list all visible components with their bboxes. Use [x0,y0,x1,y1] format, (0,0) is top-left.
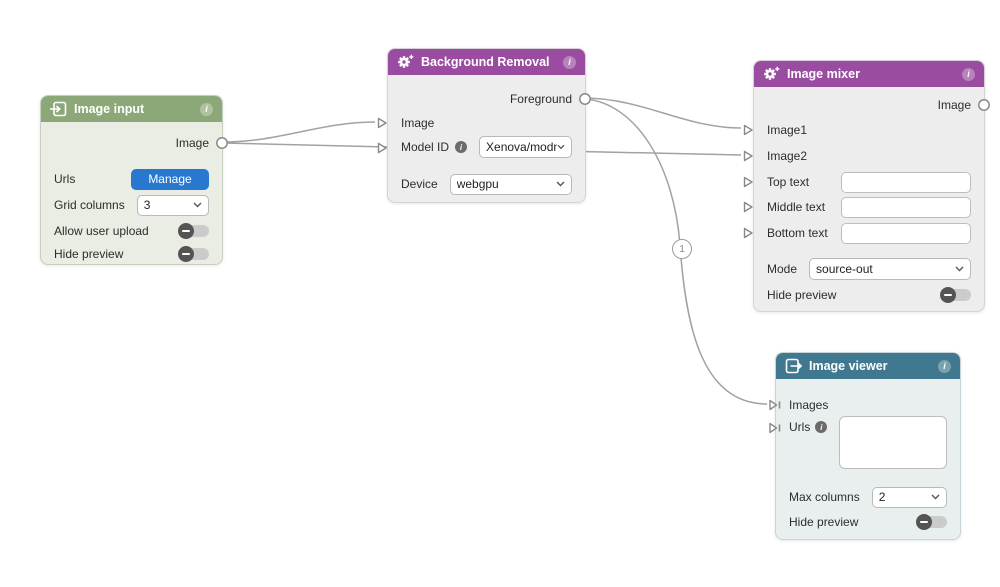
info-icon[interactable]: i [455,141,468,153]
output-port-label: Image [175,136,209,150]
node-image-input-header[interactable]: Image input i [41,96,222,122]
field-row-hide-preview: Hide preview [767,284,971,306]
input-port-label: Image2 [767,149,808,163]
manage-button[interactable]: Manage [131,168,209,190]
info-icon[interactable]: i [200,102,213,116]
chevron-down-icon [556,181,565,187]
field-label: Hide preview [767,288,837,302]
input-port-label: Image1 [767,123,808,137]
input-row-image2: Image2 [767,145,971,167]
input-port-label: Urls [789,420,811,434]
input-port-label: Middle text [767,200,826,214]
field-label: Hide preview [789,515,859,529]
input-port-label: Bottom text [767,226,828,240]
input-row-model-id: Model ID i Xenova/modne [401,136,572,158]
node-image-input[interactable]: Image input i Image Urls Manage Grid col… [40,95,228,265]
input-port-images[interactable] [768,399,784,411]
hide-preview-toggle[interactable] [940,287,971,303]
node-image-mixer-header[interactable]: Image mixer i [754,61,984,87]
field-label: Max columns [789,490,860,504]
field-label: Device [401,177,438,191]
chevron-down-icon [955,266,964,272]
mode-select[interactable]: source-out [809,258,971,280]
allow-user-upload-toggle[interactable] [178,223,209,239]
input-port-urls[interactable] [768,422,784,434]
input-port-label: Images [789,398,829,412]
info-icon[interactable]: i [938,359,951,373]
field-row-max-columns: Max columns 2 [789,486,947,508]
output-port-label: Image [937,98,971,112]
edge-index-badge: 1 [672,239,692,259]
max-columns-select[interactable]: 2 [871,486,947,508]
field-row-mode: Mode source-out [767,258,971,280]
input-port-label: Top text [767,175,810,189]
node-title: Image mixer [787,67,860,81]
device-select[interactable]: webgpu [449,173,572,195]
node-title: Image viewer [809,359,888,373]
input-icon [50,101,67,117]
hide-preview-toggle[interactable] [178,246,209,262]
input-port-label: Image [401,116,435,130]
node-background-removal-header[interactable]: Background Removal i [388,49,585,75]
model-id-select[interactable]: Xenova/modne [479,136,572,158]
input-port-bottom-text[interactable] [743,227,754,239]
hide-preview-toggle[interactable] [916,514,947,530]
field-row-device: Device webgpu [401,173,572,195]
input-row-bottom-text: Bottom text [767,222,971,244]
input-row-top-text: Top text [767,171,971,193]
field-row-grid-columns: Grid columns 3 [54,194,209,216]
input-port-image1[interactable] [743,124,754,136]
field-label: Urls [54,172,76,186]
field-row-hide-preview: Hide preview [54,243,209,265]
bottom-text-input[interactable] [841,222,971,244]
node-image-viewer[interactable]: Image viewer i Images Urls i Max columns… [769,352,961,540]
grid-columns-select[interactable]: 3 [136,194,209,216]
field-row-hide-preview: Hide preview [789,511,947,533]
input-port-top-text[interactable] [743,176,754,188]
output-row: Image [767,94,971,116]
input-row-urls: Urls i [789,416,947,469]
input-port-image[interactable] [377,117,388,129]
edge-input-to-removal[interactable] [222,121,376,143]
node-image-mixer[interactable]: Image mixer i Image Image1 Image2 Top te… [743,60,990,312]
output-row: Foreground [401,88,572,110]
node-image-viewer-header[interactable]: Image viewer i [776,353,960,379]
output-icon [785,358,803,374]
input-row-image: Image [401,112,572,134]
output-port-foreground[interactable] [578,92,592,106]
top-text-input[interactable] [841,171,971,193]
input-row-image1: Image1 [767,119,971,141]
input-port-image2[interactable] [743,150,754,162]
model-gear-icon [763,66,780,82]
chevron-down-icon [193,202,202,208]
middle-text-input[interactable] [841,196,971,218]
node-title: Image input [74,102,145,116]
edge-foreground-to-mixer-image1[interactable] [585,97,742,129]
node-background-removal[interactable]: Background Removal i Foreground Image Mo… [377,48,591,203]
field-row-urls: Urls Manage [54,168,209,190]
output-port-image[interactable] [215,136,229,150]
input-port-label: Model ID [401,140,450,154]
field-label: Hide preview [54,247,124,261]
field-label: Mode [767,262,798,276]
input-row-images: Images [789,394,947,416]
model-gear-icon [397,54,414,70]
info-icon[interactable]: i [962,67,975,81]
info-icon[interactable]: i [563,55,576,69]
node-title: Background Removal [421,55,550,69]
output-row: Image [54,132,209,154]
input-port-model-id[interactable] [377,142,388,154]
urls-textarea[interactable] [839,416,947,469]
chevron-down-icon [931,494,940,500]
field-row-allow-user-upload: Allow user upload [54,220,209,242]
output-port-image[interactable] [977,98,991,112]
output-port-label: Foreground [509,92,572,106]
chevron-down-icon [557,144,565,150]
input-row-middle-text: Middle text [767,196,971,218]
input-port-middle-text[interactable] [743,201,754,213]
field-label: Allow user upload [54,224,149,238]
info-icon[interactable]: i [815,421,828,433]
field-label: Grid columns [54,198,125,212]
